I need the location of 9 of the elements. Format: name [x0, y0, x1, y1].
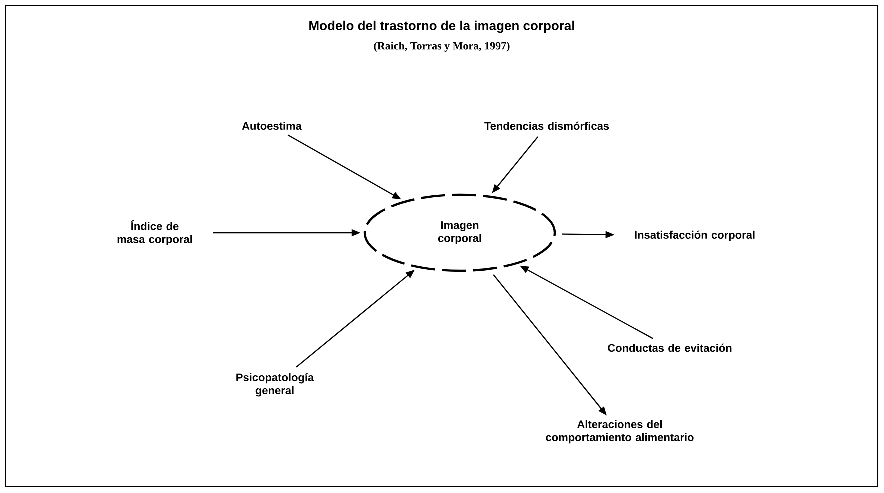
factor-label: Conductas de evitación	[608, 344, 732, 352]
factor-label: Alteraciones del comportamiento alimentario	[546, 420, 694, 444]
factor-label: Autoestima	[242, 122, 302, 130]
factor-label: Tendencias dismórficas	[484, 122, 610, 130]
factor-label: Índice de masa corporal	[118, 220, 192, 246]
citation: (Raich, Torras y Mora, 1997)	[374, 42, 510, 52]
title: Modelo del trastorno de la imagen corporal	[310, 20, 574, 34]
factor-label: Psicopatología general	[236, 373, 314, 397]
factor-label: Insatisfacción corporal	[635, 230, 755, 242]
